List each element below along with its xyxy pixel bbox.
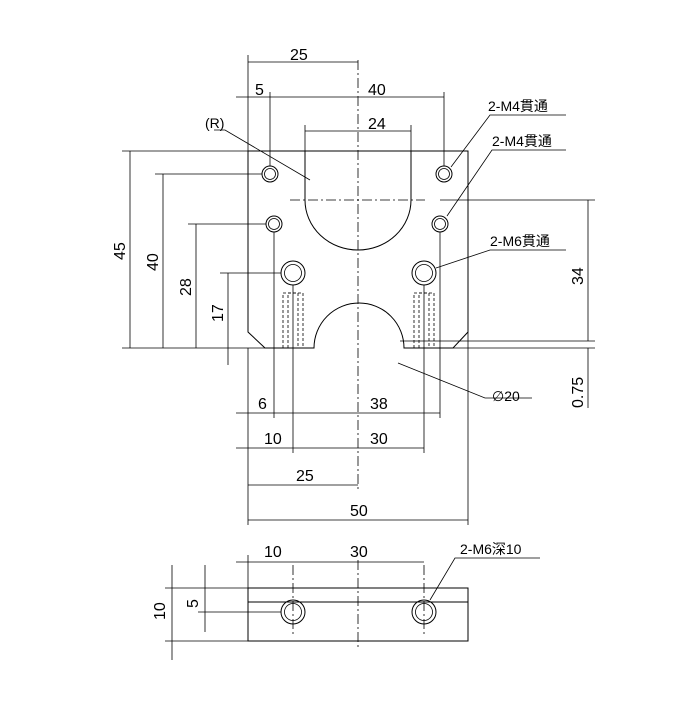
m4-hole-mid-right-inner bbox=[434, 218, 446, 230]
m6-hole-right-inner bbox=[415, 264, 433, 282]
note-m4-b: 2-M4貫通 bbox=[492, 133, 552, 149]
dim-top-40: 40 bbox=[368, 82, 386, 99]
dim-top-25: 25 bbox=[290, 47, 308, 64]
m4-hole-mid-left-inner bbox=[268, 218, 280, 230]
m6-hole-left-inner bbox=[284, 264, 302, 282]
dim-bot-38: 38 bbox=[370, 396, 388, 413]
dim-top-5: 5 bbox=[255, 82, 264, 99]
radius-label: (R) bbox=[205, 115, 224, 131]
top-view bbox=[247, 60, 469, 492]
leader-m6-depth bbox=[429, 557, 540, 601]
m4-hole-top-left-inner bbox=[264, 168, 276, 180]
dim-top-24: 24 bbox=[368, 116, 386, 133]
dim-bot-6: 6 bbox=[258, 396, 267, 413]
dim-left-45: 45 bbox=[112, 242, 129, 260]
plate-outline bbox=[247, 150, 469, 349]
dimension-lines bbox=[122, 55, 595, 525]
dim-side-30: 30 bbox=[350, 544, 368, 561]
note-m6-depth: 2-M6深10 bbox=[460, 541, 522, 557]
dim-side-10: 10 bbox=[264, 544, 282, 561]
leader-m4-a bbox=[450, 114, 566, 168]
dim-side-h10: 10 bbox=[152, 602, 169, 620]
leader-phi20 bbox=[397, 362, 532, 399]
leader-m6 bbox=[435, 249, 566, 269]
dim-right-075: 0.75 bbox=[570, 377, 587, 408]
dim-bot-50: 50 bbox=[350, 503, 368, 520]
leader-m4-b bbox=[446, 149, 566, 217]
dim-side-h5: 5 bbox=[185, 599, 202, 608]
dim-bot-30: 30 bbox=[370, 431, 388, 448]
leader-r bbox=[214, 129, 311, 181]
note-phi20: ∅20 bbox=[492, 388, 520, 404]
labels: 25 5 40 (R) 24 45 40 28 17 34 0.75 6 38 … bbox=[112, 47, 587, 620]
dim-bot-25: 25 bbox=[296, 468, 314, 485]
m4-hole-top-right-inner bbox=[438, 168, 450, 180]
dim-left-28: 28 bbox=[178, 278, 195, 296]
dim-bot-10: 10 bbox=[264, 431, 282, 448]
dim-right-34: 34 bbox=[570, 267, 587, 285]
note-m4-a: 2-M4貫通 bbox=[488, 98, 548, 114]
dim-left-40: 40 bbox=[145, 253, 162, 271]
note-m6: 2-M6貫通 bbox=[490, 233, 550, 249]
dim-left-17: 17 bbox=[210, 304, 227, 322]
side-view bbox=[165, 555, 540, 660]
